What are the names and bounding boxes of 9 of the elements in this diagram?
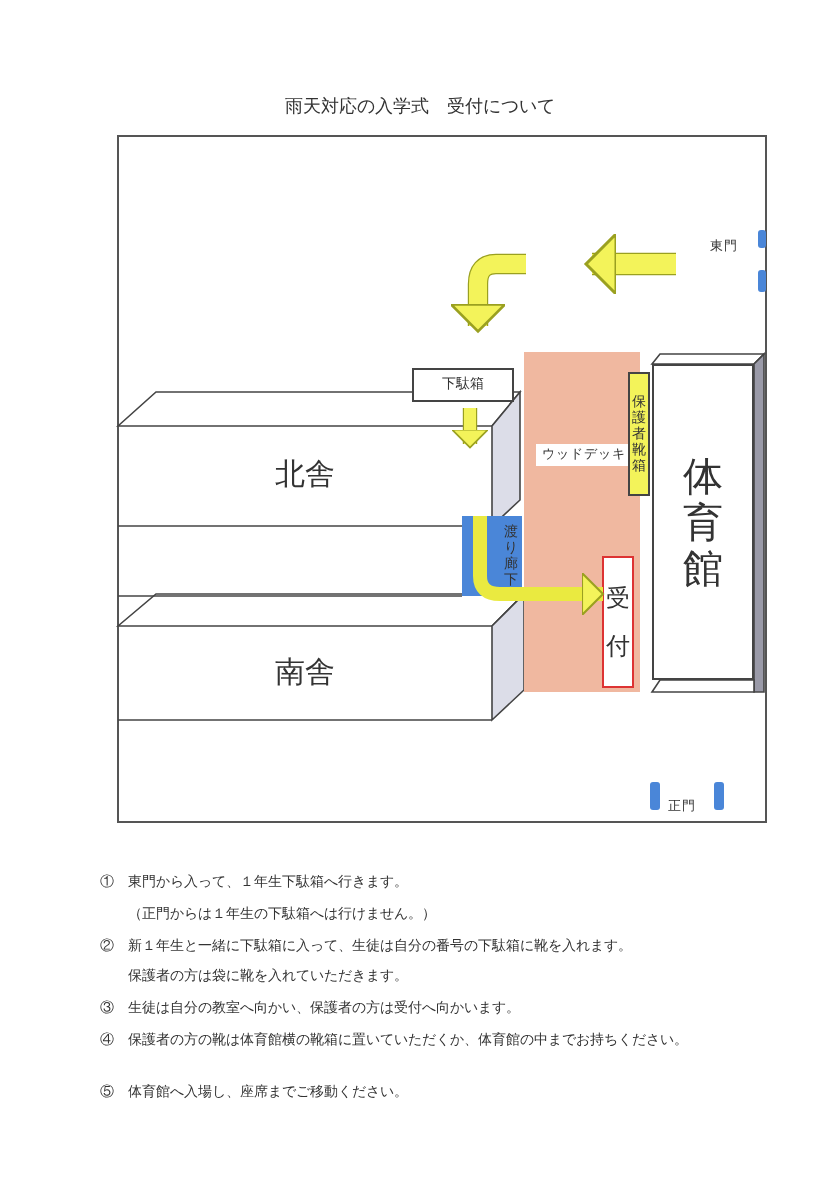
title: 雨天対応の入学式 受付について [285,98,555,118]
shoe-rack-box [628,372,650,496]
node-label: 受付 [605,582,631,664]
node-label: 北舎 [275,458,335,494]
reception-box [602,556,634,688]
node-label: 体育館 [682,453,724,591]
shoe-locker-box [412,368,514,402]
node-label: 南舎 [275,655,335,691]
arrow [473,516,605,617]
